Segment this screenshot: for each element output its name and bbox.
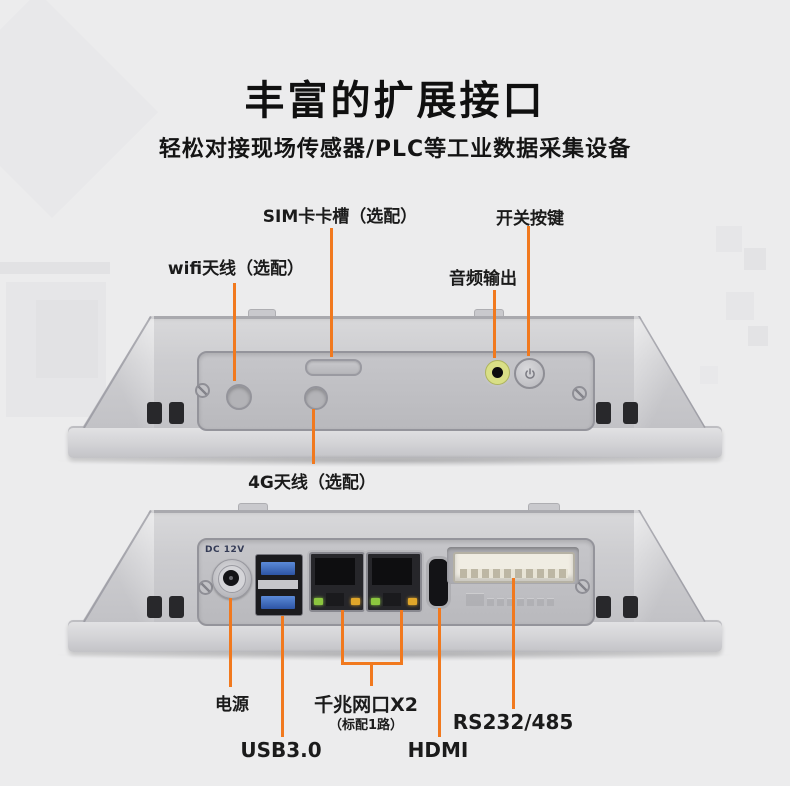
- vent-slot: [147, 402, 162, 424]
- callout-label-4g-antenna: 4G天线（选配）: [248, 473, 376, 493]
- embossed-marking: [466, 592, 570, 606]
- background-pattern: [0, 262, 110, 274]
- callout-line-wifi: [233, 283, 236, 381]
- callout-label-lan: 千兆网口X2: [314, 694, 418, 716]
- device-shadow: [58, 649, 730, 661]
- power-icon: [524, 367, 535, 379]
- callout-line-hdmi: [438, 608, 441, 737]
- vent-slot: [169, 596, 184, 618]
- callout-line-4g: [312, 409, 315, 464]
- callout-label-audio-out: 音频输出: [449, 269, 517, 289]
- background-pattern: [700, 366, 718, 384]
- callout-line-audio: [493, 290, 496, 358]
- lan-led-green: [314, 598, 323, 605]
- hdmi-port: [429, 559, 448, 606]
- callout-label-lan-sub: （标配1路）: [328, 718, 404, 733]
- callout-label-power: 电源: [215, 695, 249, 715]
- vent-slot: [147, 596, 162, 618]
- mounting-tab: [474, 309, 504, 318]
- screw: [198, 580, 213, 595]
- screw: [572, 386, 587, 401]
- sim-card-slot: [305, 359, 362, 376]
- power-button[interactable]: [514, 358, 545, 389]
- vent-slot: [169, 402, 184, 424]
- callout-line-usb: [281, 616, 284, 737]
- background-pattern: [36, 300, 98, 378]
- mounting-tab: [248, 309, 276, 318]
- usb3-dual-port: [255, 554, 303, 616]
- vent-slot: [623, 596, 638, 618]
- callout-line-sim: [330, 228, 333, 357]
- callout-label-hdmi: HDMI: [407, 738, 469, 762]
- callout-label-usb: USB3.0: [240, 738, 322, 762]
- mounting-tab: [528, 503, 560, 512]
- screw: [195, 383, 210, 398]
- background-pattern: [744, 248, 766, 270]
- callout-label-power-button: 开关按键: [496, 209, 564, 229]
- page-title: 丰富的扩展接口: [244, 78, 546, 124]
- gigabit-lan-port-2: [366, 552, 422, 612]
- background-pattern: [748, 326, 768, 346]
- callout-line-lan2: [400, 610, 403, 663]
- background-pattern: [716, 226, 742, 252]
- callout-label-sim-slot: SIM卡卡槽（选配）: [262, 207, 418, 227]
- lan-led-amber: [408, 598, 417, 605]
- usb-port-2: [261, 596, 295, 609]
- usb-port-1: [261, 562, 295, 575]
- callout-line-power: [229, 598, 232, 687]
- page-subtitle: 轻松对接现场传感器/PLC等工业数据采集设备: [158, 137, 632, 162]
- dc-voltage-print: DC 12V: [205, 545, 245, 555]
- antenna-4g-hole: [304, 386, 328, 410]
- callout-label-rs232: RS232/485: [452, 710, 574, 734]
- wifi-antenna-hole: [226, 384, 252, 410]
- background-pattern: [726, 292, 754, 320]
- callout-line-lan-center: [370, 662, 373, 686]
- screw: [575, 579, 590, 594]
- gigabit-lan-port-1: [309, 552, 365, 612]
- callout-line-lan1: [341, 610, 344, 663]
- device-shadow: [58, 455, 730, 467]
- vent-slot: [596, 596, 611, 618]
- lan-led-amber: [351, 598, 360, 605]
- callout-line-power-button: [527, 226, 530, 356]
- callout-label-wifi-antenna: wifi天线（选配）: [167, 259, 305, 279]
- dc-power-jack: [212, 559, 252, 599]
- callout-line-rs232: [512, 578, 515, 709]
- audio-out-jack: [485, 360, 510, 385]
- vent-slot: [623, 402, 638, 424]
- mounting-tab: [238, 503, 268, 512]
- vent-slot: [596, 402, 611, 424]
- rs232-485-connector: [453, 552, 575, 583]
- lan-led-green: [371, 598, 380, 605]
- front-bezel-edge: [68, 426, 722, 458]
